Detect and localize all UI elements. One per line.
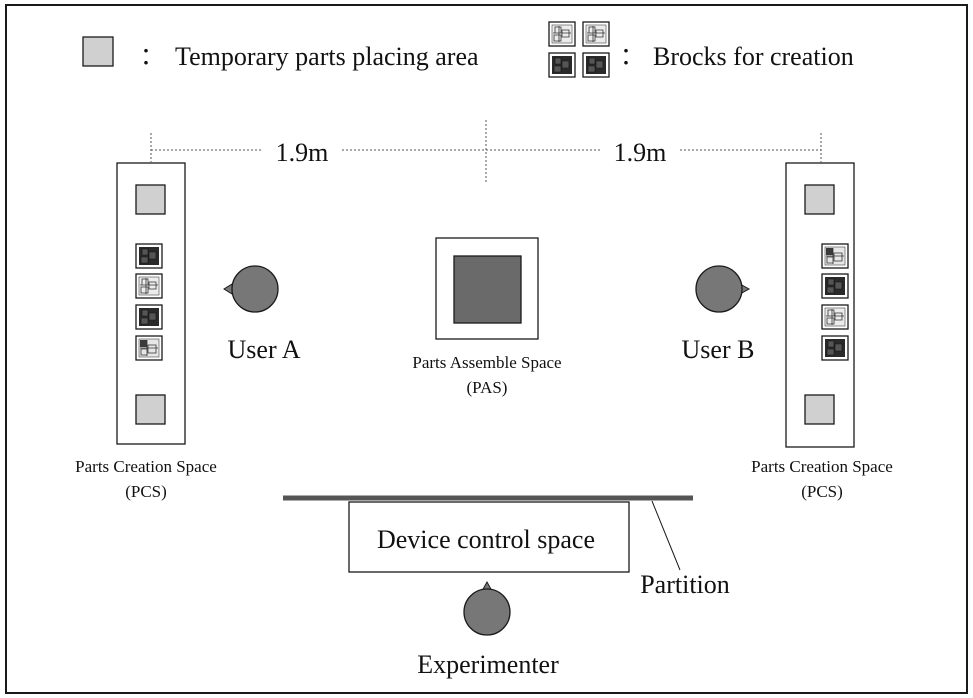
temp-area-top	[804, 184, 835, 215]
distance-left-label: 1.9m	[276, 138, 329, 167]
block-icon	[821, 335, 849, 361]
pcs-left-label-line2: (PCS)	[125, 482, 167, 501]
distance-right-label: 1.9m	[614, 138, 667, 167]
block-icon	[821, 243, 849, 269]
device-control-label: Device control space	[377, 525, 595, 554]
user-a-label: User A	[228, 335, 301, 364]
pcs-right-label-line2: (PCS)	[801, 482, 843, 501]
block-icon	[135, 335, 163, 361]
block-icon	[135, 273, 163, 299]
block-icon	[135, 243, 163, 269]
temp-area-bottom	[804, 394, 835, 425]
pcs-right-label-line1: Parts Creation Space	[751, 457, 893, 476]
legend-blocks-label: Brocks for creation	[653, 42, 854, 71]
legend-blocks-colon: ：	[620, 44, 644, 70]
experimenter-icon	[463, 580, 511, 636]
legend-block-icon	[548, 52, 576, 78]
partition-leader-line	[651, 500, 681, 571]
legend-block-icon	[582, 21, 610, 47]
pcs-right	[785, 162, 855, 448]
user-a-icon	[223, 265, 279, 313]
temp-area-top	[135, 184, 166, 215]
block-icon	[821, 304, 849, 330]
pas-label-line2: (PAS)	[467, 378, 508, 397]
pas	[435, 237, 539, 340]
legend-area-swatch	[82, 36, 114, 67]
legend-area-label: Temporary parts placing area	[175, 42, 479, 71]
pcs-left-label-line1: Parts Creation Space	[75, 457, 217, 476]
dimension-lines	[150, 120, 822, 183]
legend-block-icon	[582, 52, 610, 78]
experimenter-label: Experimenter	[417, 650, 559, 679]
pas-label-line1: Parts Assemble Space	[412, 353, 561, 372]
user-b-label: User B	[682, 335, 755, 364]
pcs-left	[116, 162, 186, 445]
block-icon	[821, 273, 849, 299]
temp-area-bottom	[135, 394, 166, 425]
legend-area-colon: ：	[140, 44, 164, 70]
pas-surface	[453, 255, 522, 324]
device-control-box	[348, 501, 630, 573]
partition-label: Partition	[640, 570, 730, 599]
legend-block-icon	[548, 21, 576, 47]
user-b-icon	[695, 265, 751, 313]
block-icon	[135, 304, 163, 330]
